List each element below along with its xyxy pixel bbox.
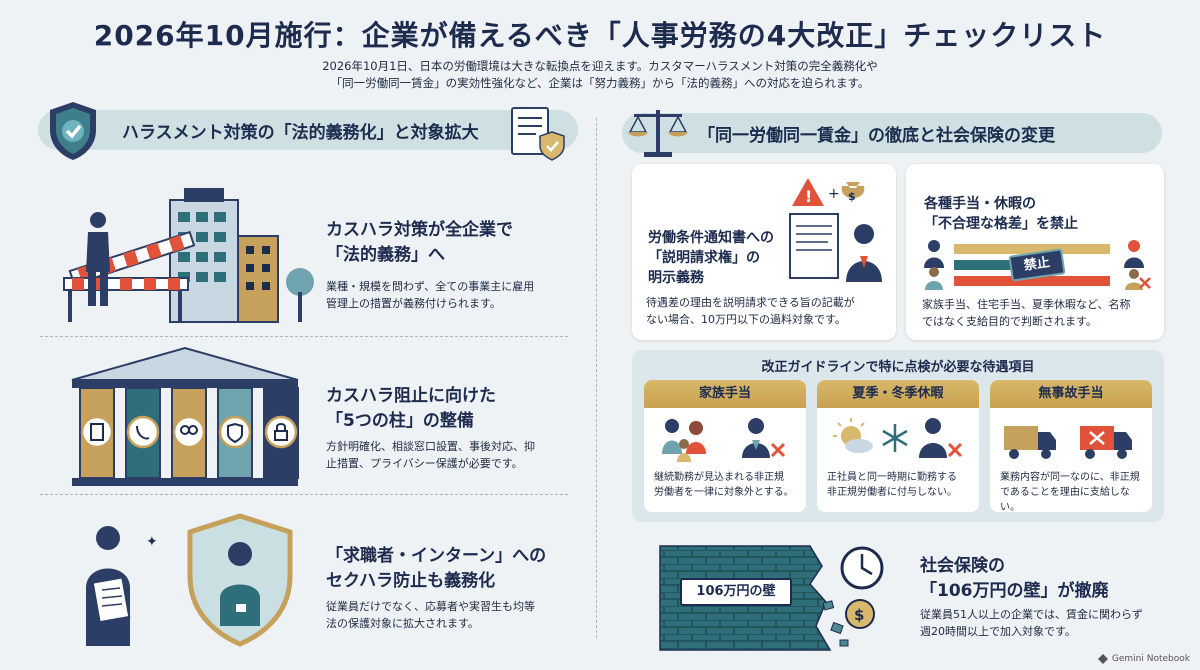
harassment-banner-label: ハラスメント対策の「法的義務化」と対象拡大 [122,122,479,143]
desc-line: 週20時間以上で加入対象です。 [920,625,1076,638]
desc-line: 業種・規模を問わず、全ての事業主に雇用 [326,280,535,293]
wall-desc: 従業員51人以上の企業では、賃金に関わらず 週20時間以上で加入対象です。 [920,606,1170,640]
title-line: 社会保険の [920,556,1005,576]
document-shield-icon [511,107,565,161]
left-item-customer-harassment: カスハラ対策が全企業で 「法的義務」へ 業種・規模を問わず、全ての事業主に雇用 … [40,182,580,332]
watermark-label: Gemini Notebook [1111,654,1190,664]
svg-text:+: + [828,186,840,202]
left-item-title: カスハラ対策が全企業で 「法的義務」へ [326,218,576,268]
wall-label: 106万円の壁 [680,578,792,606]
left-item-desc: 方針明確化、相談窓口設置、事後対応、抑 止措置、プライバシー保護が必要です。 [326,438,576,472]
left-item-title: 「求職者・インターン」への セクハラ防止も義務化 [326,544,576,594]
title-line: カスハラ阻止に向けた [326,386,496,406]
guide-item-no-accident-allowance: 無事故手当 業務内容が同一なのに、非正規 であることを理由に支給しない。 [990,380,1152,512]
title-line: セクハラ防止も義務化 [326,571,496,591]
gap-bars-illustration [924,240,1151,290]
shield-check-icon [50,102,96,160]
left-item-desc: 業種・規模を問わず、全ての事業主に雇用 管理上の措置が義務付けられます。 [326,278,576,312]
svg-text:$: $ [848,190,856,203]
desc-line: 家族手当、住宅手当、夏季休暇など、名称 [922,298,1131,311]
card-desc: 家族手当、住宅手当、夏季休暇など、名称 ではなく支給目的で判断されます。 [922,296,1130,330]
svg-text:✦: ✦ [146,534,158,550]
title-line: 「106万円の壁」が撤廃 [920,581,1109,601]
desc-line: 正社員と同一時期に勤務する [827,472,957,483]
svg-text:$: $ [854,606,864,624]
desc-line: ではなく支給目的で判断されます。 [922,315,1097,328]
title-line: カスハラ対策が全企業で [326,220,513,240]
job-seeker-shield-illustration: ✦ [86,513,293,647]
desc-line: ない場合、10万円以下の過料対象です。 [646,313,846,326]
desc-line: 止措置、プライバシー保護が必要です。 [326,457,523,470]
left-item-job-seekers: ✦ 「求職者・インターン」への セクハラ防止も義務化 従業員だけでなく、応募者や… [40,506,580,656]
divider [40,494,568,495]
warning-document-illustration: ! + $ [789,178,882,282]
guideline-title: 改正ガイドラインで特に点検が必要な待遇項目 [761,360,1035,375]
guide-item-desc: 業務内容が同一なのに、非正規 であることを理由に支給しない。 [1000,470,1146,512]
five-pillars-illustration [71,346,299,486]
guide-item-desc: 正社員と同一時期に勤務する 非正規労働者に付与しない。 [827,470,973,500]
card-desc: 待遇差の理由を説明請求できる旨の記載が ない場合、10万円以下の過料対象です。 [646,294,855,328]
harassment-banner: ハラスメント対策の「法的義務化」と対象拡大 [38,110,578,150]
title-line: 「法的義務」へ [326,245,445,265]
truck-icon [1004,426,1132,459]
notebook-icon [1097,654,1108,664]
scale-icon [628,110,688,157]
guide-item-head: 夏季・冬季休暇 [817,380,979,408]
unreasonable-gap-card: 各種手当・休暇の 「不合理な格差」を禁止 禁止 家族手当、住宅手当、夏季休暇など… [906,164,1164,340]
lead-text: 2026年10月1日、日本の労働環境は大きな転換点を迎えます。カスタマーハラスメ… [0,58,1200,92]
title-line: 「説明請求権」の [648,250,760,266]
desc-line: 非正規労働者に付与しない。 [827,487,957,498]
watermark: Gemini Notebook [1097,654,1190,664]
desc-line: 労働者を一律に対象外とする。 [654,487,794,498]
title-line: 労働条件通知書への [648,230,774,246]
desc-line: 継続勤務が見込まれる非正規 [654,472,784,483]
lead-line: 2026年10月1日、日本の労働環境は大きな転換点を迎えます。カスタマーハラスメ… [322,59,878,73]
guide-item-seasonal-leave: 夏季・冬季休暇 正社員と同一時期に勤務する 非正規労働者に付与しない。 [817,380,979,512]
desc-line: 管理上の措置が義務付けられます。 [326,297,501,310]
guide-item-head: 無事故手当 [990,380,1152,408]
desc-line: 待遇差の理由を説明請求できる旨の記載が [646,296,855,309]
lead-line: 「同一労働同一賃金」の実効性強化など、企業は「努力義務」から「法的義務」への対応… [330,76,870,90]
guide-item-desc: 継続勤務が見込まれる非正規 労働者を一律に対象外とする。 [654,470,800,500]
guide-item-family-allowance: 家族手当 継続勤務が見込まれる非正規 労働者を一律に対象外とする。 [644,380,806,512]
desc-line: であることを理由に支給しない。 [1000,487,1130,512]
card-title: 労働条件通知書への 「説明請求権」の 明示義務 [648,228,774,288]
title-line: 明示義務 [648,270,704,286]
guideline-box: 改正ガイドラインで特に点検が必要な待遇項目 家族手当 継続勤務が見込まれる非正規… [632,350,1164,522]
title-line: 各種手当・休暇の [924,196,1036,212]
card-title: 各種手当・休暇の 「不合理な格差」を禁止 [924,194,1078,234]
desc-line: 従業員51人以上の企業では、賃金に関わらず [920,608,1143,621]
left-item-desc: 従業員だけでなく、応募者や実習生も均等 法の保護対象に拡大されます。 [326,598,576,632]
wall-title: 社会保険の 「106万円の壁」が撤廃 [920,554,1109,604]
sun-snow-icon [833,418,963,458]
desc-line: 従業員だけでなく、応募者や実習生も均等 [326,600,535,613]
guide-item-head: 家族手当 [644,380,806,408]
title-line: 「5つの柱」の整備 [326,411,474,431]
title-line: 「求職者・インターン」への [326,546,547,566]
left-item-title: カスハラ阻止に向けた 「5つの柱」の整備 [326,384,576,434]
family-icon [662,418,786,462]
column-divider [596,118,597,638]
page-title: 2026年10月施行：企業が備えるべき「人事労務の4大改正」チェックリスト [93,19,1107,52]
equal-pay-banner: 「同一労働同一賃金」の徹底と社会保険の変更 [622,113,1162,153]
title-line: 「不合理な格差」を禁止 [924,216,1078,232]
desc-line: 法の保護対象に拡大されます。 [326,617,479,630]
left-item-five-pillars: カスハラ阻止に向けた 「5つの柱」の整備 方針明確化、相談窓口設置、事後対応、抑… [40,344,580,494]
desc-line: 方針明確化、相談窓口設置、事後対応、抑 [326,440,535,453]
desc-line: 業務内容が同一なのに、非正規 [1000,472,1140,483]
equal-pay-banner-label: 「同一労働同一賃金」の徹底と社会保険の変更 [698,125,1055,146]
svg-text:!: ! [805,187,812,206]
barrier-building-illustration [63,188,314,323]
divider [40,336,568,337]
explanation-right-card: 労働条件通知書への 「説明請求権」の 明示義務 ! + $ 待遇差の理由を説明請… [632,164,896,340]
